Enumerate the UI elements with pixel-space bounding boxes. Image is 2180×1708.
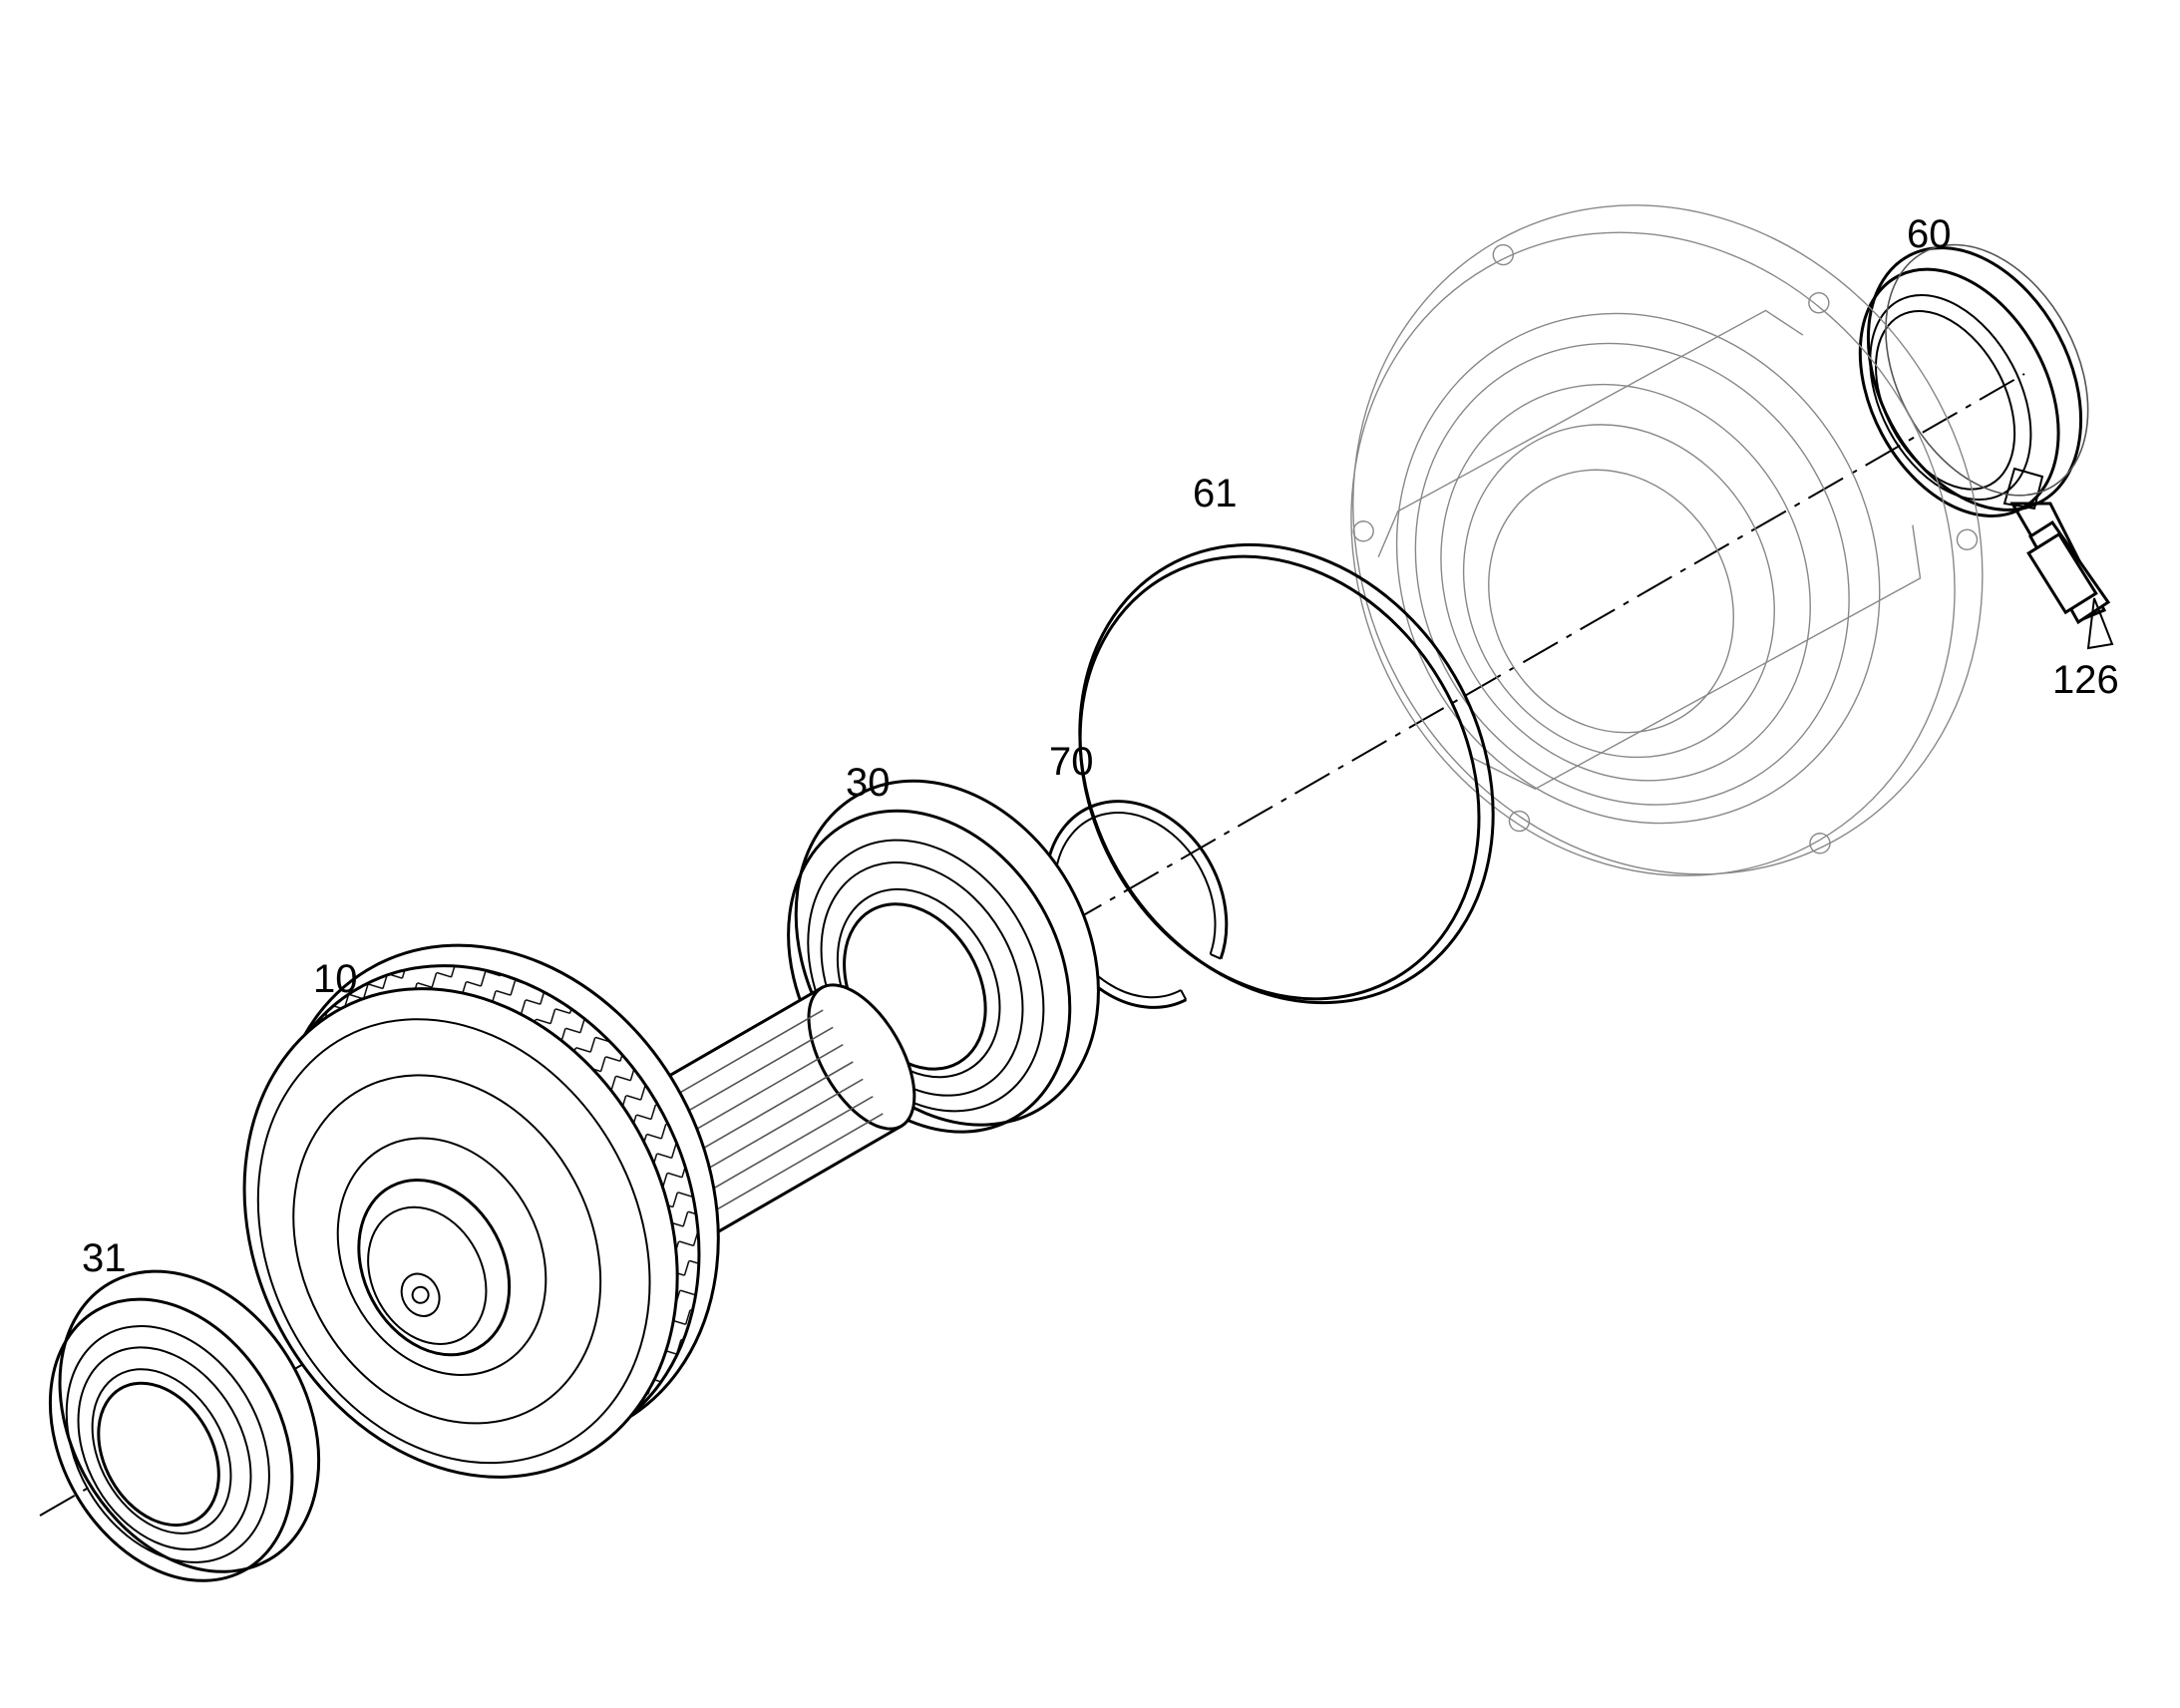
- part-60-shaft-seal[interactable]: [1814, 206, 2133, 552]
- part-126-sealant-tube[interactable]: [2002, 467, 2114, 650]
- callout-70: 70: [1049, 740, 1094, 784]
- part-31-roller-bearing[interactable]: [0, 1224, 371, 1627]
- callout-10: 10: [313, 957, 358, 1001]
- housing-cover: [1350, 204, 1984, 876]
- callout-60: 60: [1907, 212, 1952, 256]
- part-10-gear-shaft[interactable]: [151, 867, 936, 1553]
- part-70-snap-ring[interactable]: [1010, 770, 1262, 1040]
- part-61-o-ring[interactable]: [997, 470, 1575, 1079]
- callout-126: 126: [2052, 658, 2119, 702]
- callout-30: 30: [846, 761, 891, 805]
- callout-31: 31: [82, 1236, 127, 1280]
- callout-61: 61: [1193, 472, 1238, 515]
